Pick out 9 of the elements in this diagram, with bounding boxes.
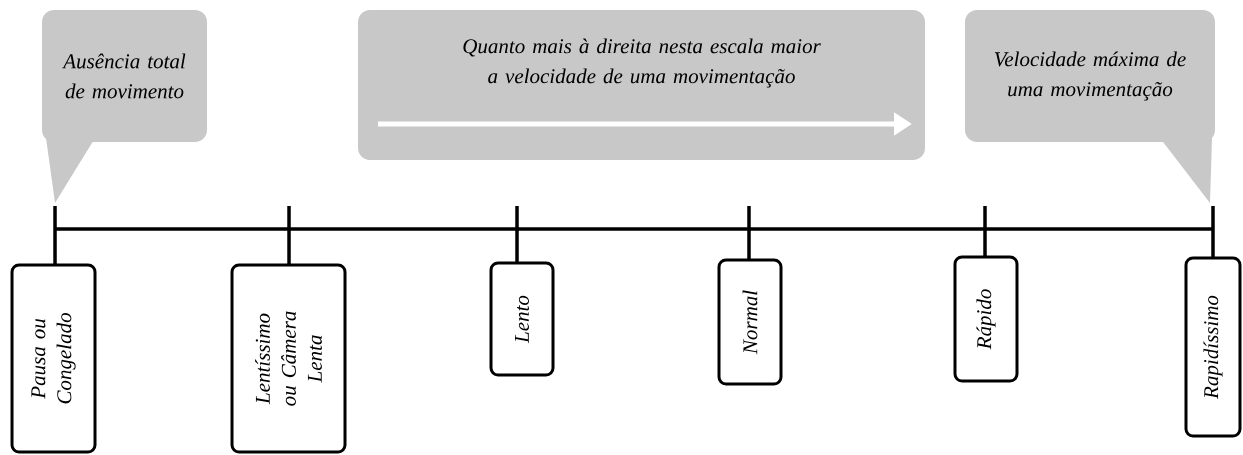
speech-bubble: Ausência total de movimento (42, 10, 207, 203)
label-box: Lento (489, 261, 555, 377)
speech-bubble: Velocidade máxima de uma movimentação (965, 10, 1215, 203)
label-box: Rápido (953, 255, 1019, 383)
label-box: Rapidíssimo (1184, 256, 1242, 438)
speech-bubble: Quanto mais à direita nesta escala maior a velocidade de uma movimentação (358, 10, 925, 160)
label-box: Lentíssimo ou Câmera Lenta (230, 263, 347, 454)
label-box: Pausa ou Congelado (10, 263, 97, 454)
label-box: Normal (717, 258, 783, 386)
